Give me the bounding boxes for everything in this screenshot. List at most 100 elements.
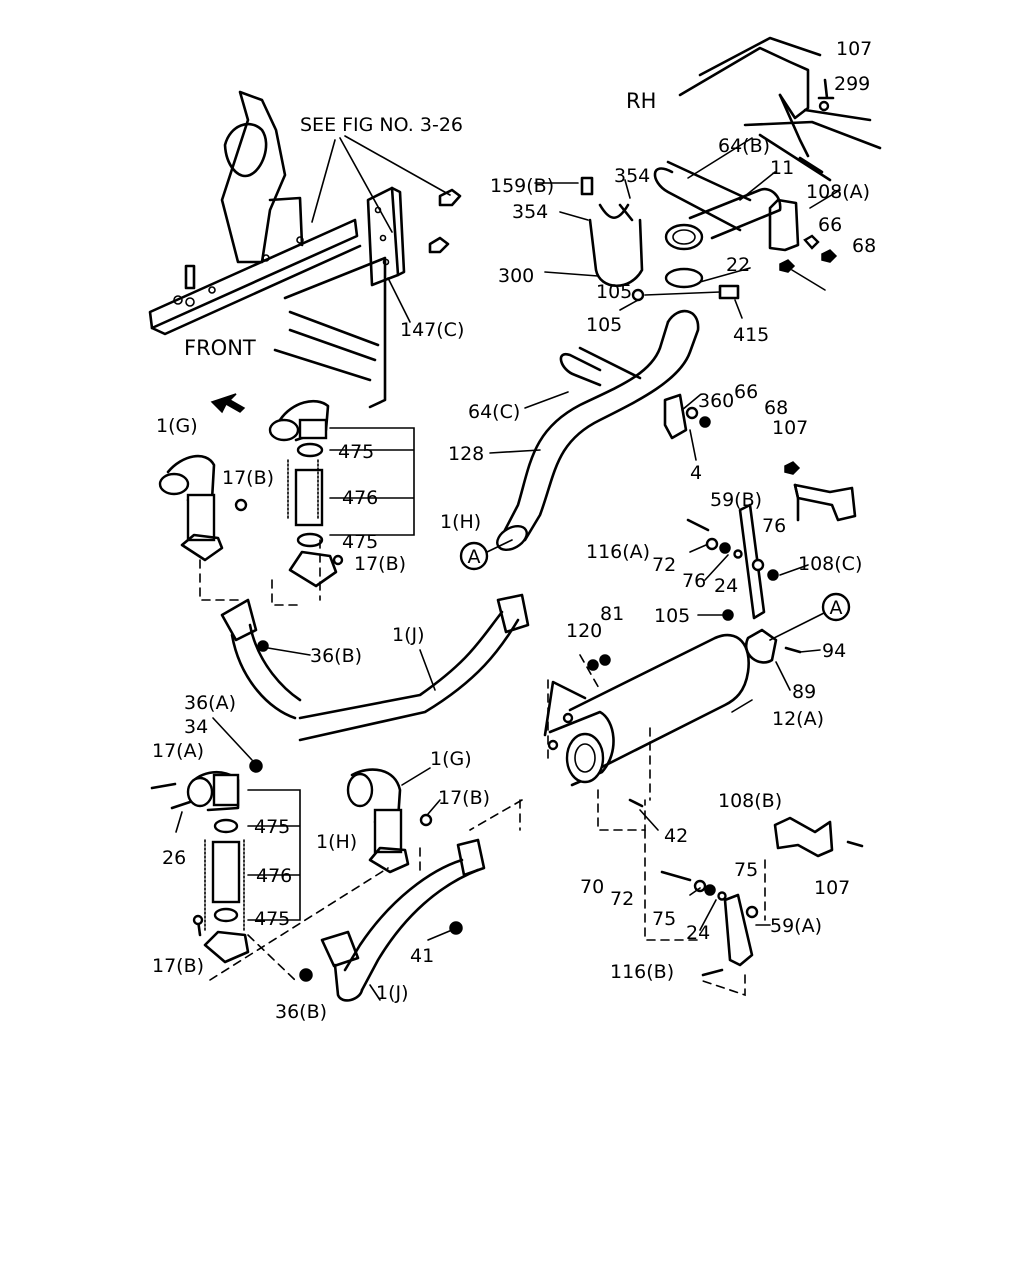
callout-label: 120	[566, 620, 602, 642]
pipe-1j-lower	[320, 838, 486, 1002]
callout-label: 68	[764, 397, 788, 419]
callout-label: 354	[614, 165, 650, 187]
bolt-70	[660, 870, 692, 882]
callout-label: 1(J)	[376, 982, 409, 1004]
flex-pipe-1h-lower	[186, 771, 250, 964]
bolt-107-lower	[846, 840, 864, 848]
bracket-108b	[773, 816, 834, 858]
callout-label: 1(H)	[440, 511, 481, 533]
nut-105	[779, 259, 796, 273]
callout-label: 59(A)	[770, 915, 822, 937]
callout-label: 75	[652, 908, 676, 930]
hanger-360	[663, 393, 688, 440]
callout-label: 22	[726, 254, 750, 276]
callout-label: 12(A)	[772, 708, 824, 730]
callout-label: 116(B)	[610, 961, 674, 983]
u-bolt-64b	[653, 160, 752, 232]
elbow-1g-upper	[158, 454, 224, 562]
nut-120	[587, 659, 599, 671]
hanger-59b	[738, 503, 766, 620]
callout-label: 64(B)	[718, 135, 770, 157]
nut-68	[821, 249, 838, 263]
callout-label: 108(A)	[806, 181, 870, 203]
u-bolt-64c	[559, 346, 642, 387]
callout-label: 107	[814, 877, 850, 899]
gasket-34	[249, 759, 263, 773]
callout-label: 476	[342, 487, 378, 509]
callout-label: 17(B)	[438, 787, 490, 809]
circle-marker-a: A A	[459, 539, 851, 622]
bracket-147c	[366, 186, 462, 287]
hanger-108a	[768, 198, 800, 252]
callout-label: 1(H)	[316, 831, 357, 853]
callout-label: 81	[600, 603, 624, 625]
callout-label: 70	[580, 876, 604, 898]
callout-label: 41	[410, 945, 434, 967]
callout-label: 4	[690, 462, 702, 484]
callout-label: 475	[254, 908, 290, 930]
circle-a-label-2: A	[830, 597, 843, 619]
callout-label: 17(A)	[152, 740, 204, 762]
bolt-26	[170, 800, 192, 810]
bolt-107-top	[817, 78, 835, 100]
callout-label: 128	[448, 443, 484, 465]
callout-label: 72	[610, 888, 634, 910]
callout-label: 59(B)	[710, 489, 762, 511]
circle-a-label-1: A	[468, 546, 481, 568]
callout-label: 107	[836, 38, 872, 60]
callout-label: 72	[652, 554, 676, 576]
callout-label: 108(C)	[798, 553, 862, 575]
bolt-17b-upper	[234, 498, 248, 512]
front-arrow-icon	[210, 393, 246, 414]
leader-lines	[175, 137, 841, 1001]
callout-label: 17(B)	[354, 553, 406, 575]
bolt-116a	[686, 518, 710, 532]
callout-label: 11	[770, 157, 794, 179]
callout-label: 68	[852, 235, 876, 257]
see-fig-note: SEE FIG NO. 3-26	[300, 114, 463, 136]
flex-pipe-1h-upper	[268, 399, 338, 588]
callout-label: 354	[512, 201, 548, 223]
nut-81	[599, 654, 611, 666]
bolt-94	[784, 646, 802, 654]
callout-label: 76	[762, 515, 786, 537]
bolt-116b	[701, 968, 724, 977]
callout-label: 1(J)	[392, 624, 425, 646]
callout-label: 1(G)	[156, 415, 198, 437]
callout-label: 107	[772, 417, 808, 439]
callout-label: 476	[256, 865, 292, 887]
muffler-12a	[543, 633, 750, 787]
callout-label: 26	[162, 847, 186, 869]
callout-label: 76	[682, 570, 706, 592]
clamp-300	[580, 176, 644, 287]
callout-label: 75	[734, 859, 758, 881]
callout-label: 66	[734, 381, 758, 403]
pipe-128	[496, 309, 700, 551]
hanger-59a	[723, 893, 754, 967]
callout-label: 475	[342, 531, 378, 553]
callout-label: 66	[818, 214, 842, 236]
bolt-107-mid	[784, 461, 801, 475]
rh-body-structure	[678, 36, 882, 182]
clamp-89	[744, 628, 778, 664]
frame-rail	[148, 90, 387, 409]
pipe-1j-upper	[220, 593, 530, 742]
callout-label: 36(B)	[275, 1001, 327, 1023]
callout-label: 42	[664, 825, 688, 847]
callout-label: 159(B)	[490, 175, 554, 197]
callout-label: 415	[733, 324, 769, 346]
callout-label: 24	[686, 922, 710, 944]
rh-label: RH	[626, 89, 656, 113]
callout-label: 105	[596, 281, 632, 303]
callout-label: 475	[254, 816, 290, 838]
callout-label: 1(G)	[430, 748, 472, 770]
callout-label: 64(C)	[468, 401, 520, 423]
callout-label: 299	[834, 73, 870, 95]
callout-label: 17(B)	[222, 467, 274, 489]
callout-label: 34	[184, 716, 208, 738]
callout-label: 147(C)	[400, 319, 464, 341]
elbow-1g-lower	[346, 768, 410, 874]
callout-label: 116(A)	[586, 541, 650, 563]
